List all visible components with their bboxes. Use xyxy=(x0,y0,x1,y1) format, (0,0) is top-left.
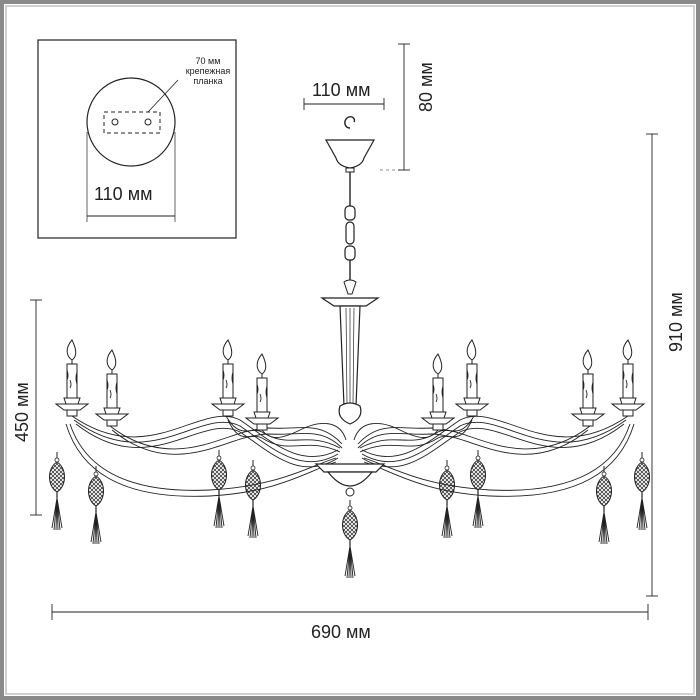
mounting-bracket xyxy=(103,111,161,134)
canopy-height-label: 80 мм xyxy=(416,62,436,112)
bracket-note-line3: планка xyxy=(193,76,223,86)
total-height-dimension xyxy=(646,133,658,597)
canopy-width-label: 110 мм xyxy=(312,80,371,100)
canopy xyxy=(324,139,376,169)
arms-height-label: 450 мм xyxy=(12,382,32,442)
total-height-label: 910 мм xyxy=(666,292,686,352)
total-width-dimension xyxy=(51,604,649,620)
screw-hole-left xyxy=(111,118,119,126)
canopy-dimension-lines xyxy=(303,43,410,171)
screw-hole-right xyxy=(144,118,152,126)
mounting-plate-inset xyxy=(37,39,237,239)
bracket-note-line2: крепежная xyxy=(185,66,231,76)
arms-height-dimension xyxy=(30,299,42,516)
bracket-note-size: 70 мм xyxy=(195,56,221,66)
ceiling-plate xyxy=(86,77,176,167)
leader-line xyxy=(147,79,179,113)
plate-width-label: 110 мм xyxy=(94,184,153,204)
hook xyxy=(344,116,356,129)
chandelier xyxy=(48,116,651,579)
bracket-note: 70 мм крепежная планка xyxy=(176,56,240,86)
total-width-label: 690 мм xyxy=(311,622,371,642)
